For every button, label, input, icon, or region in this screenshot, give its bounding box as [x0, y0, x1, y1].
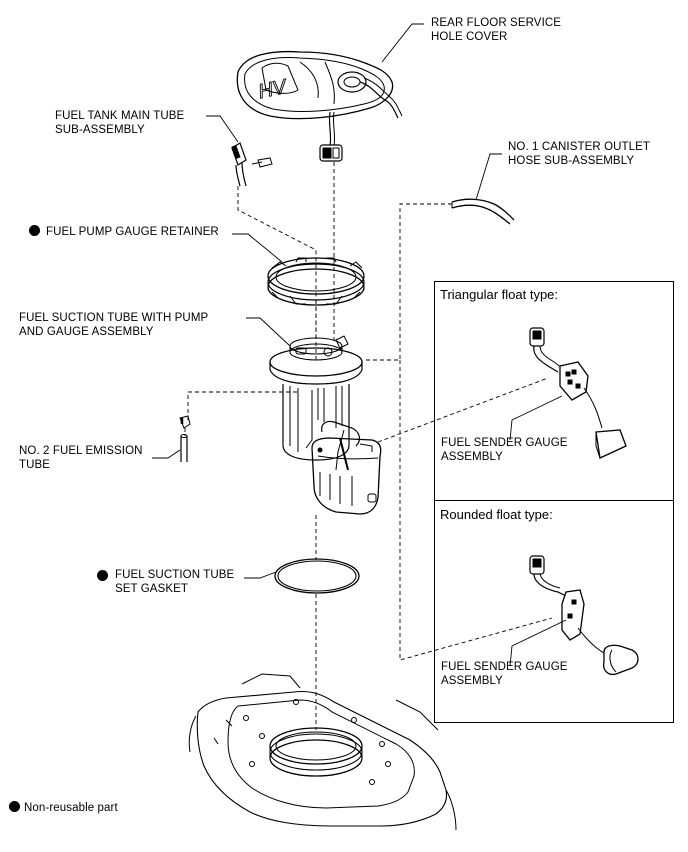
inset-triangular-title: Triangular float type: [440, 287, 559, 302]
gauge-retainer-label: FUEL PUMP GAUGE RETAINER [29, 225, 219, 239]
main-tube-label: FUEL TANK MAIN TUBE SUB-ASSEMBLY [55, 110, 185, 136]
triangular-float-sender-gauge [509, 327, 627, 459]
canister-hose-label: NO. 1 CANISTER OUTLET HOSE SUB-ASSEMBLY [508, 141, 651, 167]
legend-dot-icon [9, 801, 20, 812]
rear-floor-service-hole-cover: HV [236, 50, 403, 162]
non-reusable-dot-icon [29, 225, 40, 236]
dashed-alignment-lines [184, 162, 553, 730]
triangular-sender-gauge-label: FUEL SENDER GAUGE ASSEMBLY [441, 437, 568, 463]
inset-rounded-title: Rounded float type: [440, 507, 553, 522]
fuel-tank-main-tube [231, 142, 273, 187]
inset-divider [434, 500, 674, 501]
svg-text:HV: HV [256, 76, 289, 104]
rounded-sender-gauge-label: FUEL SENDER GAUGE ASSEMBLY [441, 661, 568, 687]
suction-tube-label: FUEL SUCTION TUBE WITH PUMP AND GAUGE AS… [19, 312, 209, 338]
fuel-emission-tube [179, 415, 191, 462]
rear-floor-cover-label: REAR FLOOR SERVICE HOLE COVER [431, 17, 562, 43]
non-reusable-dot-icon [97, 570, 108, 581]
fuel-suction-tube-assembly [269, 335, 382, 515]
emission-tube-label: NO. 2 FUEL EMISSION TUBE [19, 445, 143, 471]
rounded-float-sender-gauge [509, 555, 639, 676]
fuel-tank [188, 673, 457, 831]
gasket-label: FUEL SUCTION TUBE SET GASKET [115, 569, 235, 595]
legend-text: Non-reusable part [24, 802, 118, 814]
suction-tube-set-gasket [274, 558, 360, 594]
inset-frame [434, 281, 674, 723]
leader-lines [152, 23, 502, 579]
canister-outlet-hose [451, 198, 515, 225]
gauge-retainer-text: FUEL PUMP GAUGE RETAINER [46, 226, 219, 238]
legend: Non-reusable part [9, 801, 118, 815]
